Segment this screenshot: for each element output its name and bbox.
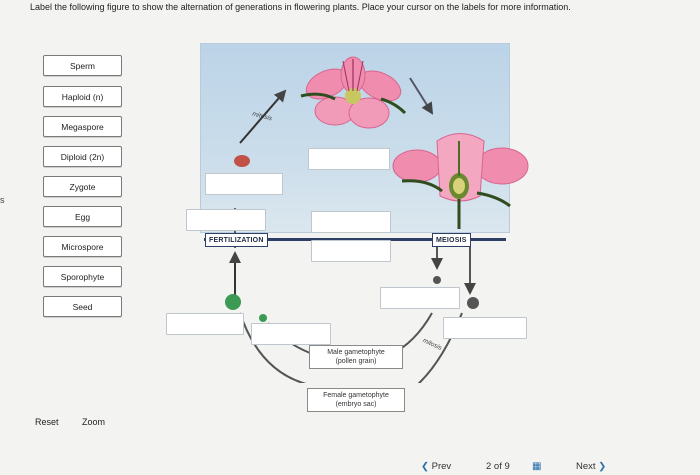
drop-target-4[interactable] xyxy=(311,211,391,233)
page-indicator: 2 of 9 xyxy=(486,461,510,472)
flower-illustration xyxy=(300,56,407,129)
drop-target-3[interactable] xyxy=(186,209,266,231)
fertilization-tag: FERTILIZATION xyxy=(205,233,268,247)
female-gametophyte-label: Female gametophyte (embryo sac) xyxy=(307,388,405,412)
prev-label: Prev xyxy=(431,461,452,472)
chevron-left-icon: ❮ xyxy=(421,461,429,472)
instructions-text: Label the following figure to show the a… xyxy=(30,2,571,12)
next-button[interactable]: Next ❯ xyxy=(576,461,606,472)
drop-target-2[interactable] xyxy=(205,173,283,195)
male-gametophyte-label: Male gametophyte (pollen grain) xyxy=(309,345,403,369)
label-megaspore[interactable]: Megaspore xyxy=(43,116,122,137)
footer-nav: ❮ Prev 2 of 9 ▦ Next ❯ xyxy=(0,459,700,475)
grid-icon[interactable]: ▦ xyxy=(532,461,542,472)
next-label: Next xyxy=(576,461,596,472)
label-egg[interactable]: Egg xyxy=(43,206,122,227)
label-diploid[interactable]: Diploid (2n) xyxy=(43,146,122,167)
edge-mark: s xyxy=(0,195,5,205)
drop-target-6[interactable] xyxy=(380,287,460,309)
drop-target-7[interactable] xyxy=(166,313,244,335)
label-sperm[interactable]: Sperm xyxy=(43,55,122,76)
label-sporophyte[interactable]: Sporophyte xyxy=(43,266,122,287)
prev-button[interactable]: ❮ Prev xyxy=(421,461,451,472)
drop-target-1[interactable] xyxy=(308,148,390,170)
label-seed[interactable]: Seed xyxy=(43,296,122,317)
drop-target-8[interactable] xyxy=(251,323,331,345)
label-microspore[interactable]: Microspore xyxy=(43,236,122,257)
drop-target-9[interactable] xyxy=(443,317,527,339)
zoom-button[interactable]: Zoom xyxy=(82,417,106,427)
meiosis-tag: MEIOSIS xyxy=(432,233,471,247)
reset-button[interactable]: Reset xyxy=(35,417,59,427)
label-haploid[interactable]: Haploid (n) xyxy=(43,86,122,107)
flower-cutaway-illustration xyxy=(392,133,529,229)
meiosis-band xyxy=(204,238,506,241)
chevron-right-icon: ❯ xyxy=(598,461,607,472)
label-zygote[interactable]: Zygote xyxy=(43,176,122,197)
life-cycle-figure: FERTILIZATION MEIOSIS mitosis mitosis Ma… xyxy=(166,43,529,412)
drop-target-5[interactable] xyxy=(311,240,391,262)
